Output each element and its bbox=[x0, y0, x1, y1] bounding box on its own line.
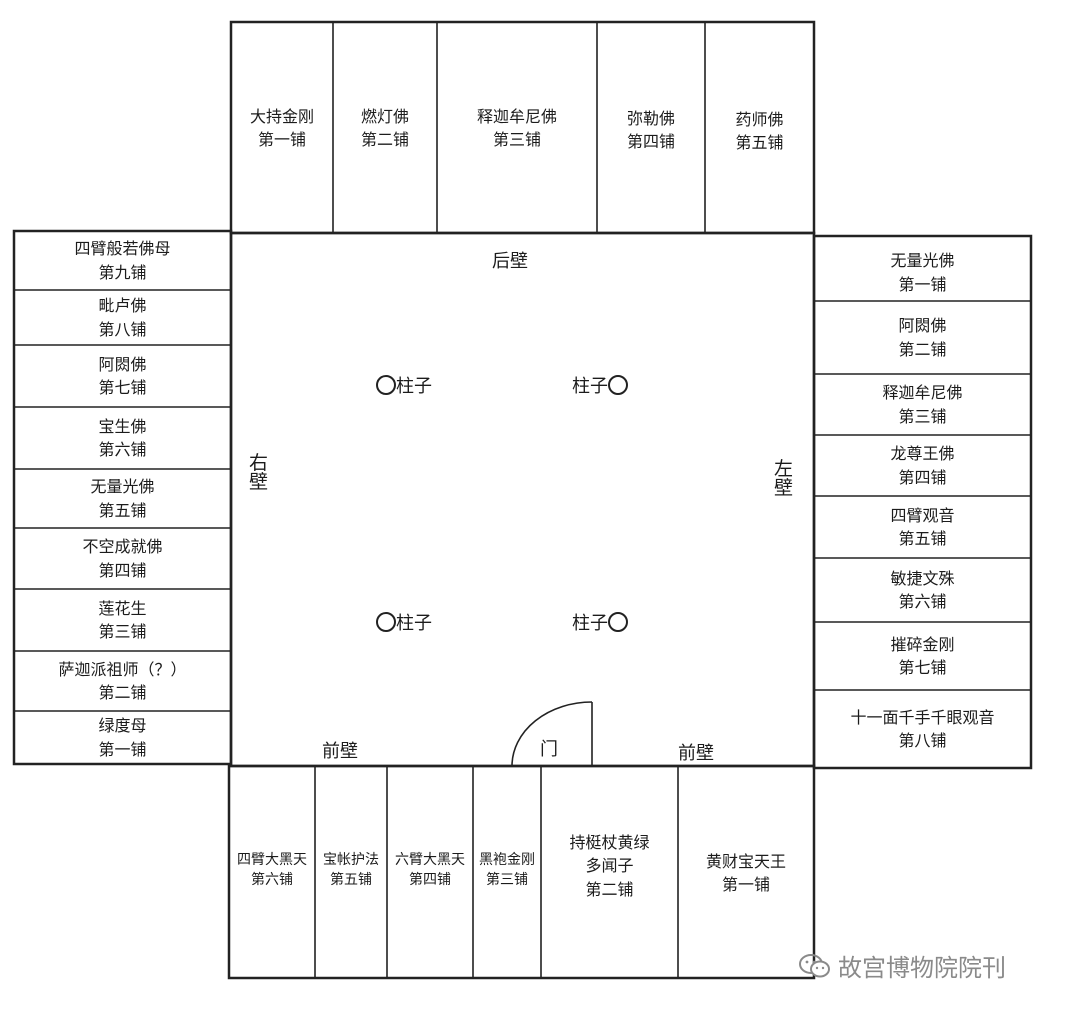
right-wall-label: 右壁 bbox=[249, 454, 268, 492]
pillar-circle-icon bbox=[376, 612, 396, 632]
door-label: 门 bbox=[540, 739, 558, 760]
wall-label-char: 壁 bbox=[774, 477, 794, 499]
pillar-label: 柱子 bbox=[396, 376, 432, 397]
pillar-label: 柱子 bbox=[572, 376, 608, 397]
wall-label-char: 左 bbox=[774, 458, 794, 480]
front-wall-label-right: 前壁 bbox=[678, 743, 714, 764]
pillar-circle-icon bbox=[608, 375, 628, 395]
hall-outline bbox=[229, 231, 816, 768]
front-wall-strip bbox=[227, 764, 816, 980]
pillar-label: 柱子 bbox=[572, 613, 608, 634]
door-swing bbox=[511, 701, 593, 767]
pillar-circle-icon bbox=[376, 375, 396, 395]
wall-label-char: 壁 bbox=[249, 471, 269, 493]
back-wall-label: 后壁 bbox=[492, 251, 528, 272]
pillar-front-left: 柱子 bbox=[572, 609, 628, 635]
front-wall-label-left: 前壁 bbox=[322, 741, 358, 762]
left-wall-label: 左壁 bbox=[774, 460, 793, 498]
pillar-back-left: 柱子 bbox=[572, 372, 628, 398]
pillar-circle-icon bbox=[608, 612, 628, 632]
wechat-icon bbox=[799, 953, 830, 977]
pillar-label: 柱子 bbox=[396, 613, 432, 634]
pillar-back-right: 柱子 bbox=[376, 372, 432, 398]
watermark-text: 故宫博物院院刊 bbox=[838, 954, 1006, 982]
back-wall-strip bbox=[229, 20, 816, 235]
left-wall-strip bbox=[812, 234, 1033, 770]
wall-label-char: 右 bbox=[249, 452, 269, 474]
watermark: 故宫博物院院刊 bbox=[798, 948, 1006, 983]
right-wall-strip bbox=[12, 229, 233, 766]
pillar-front-right: 柱子 bbox=[376, 609, 432, 635]
